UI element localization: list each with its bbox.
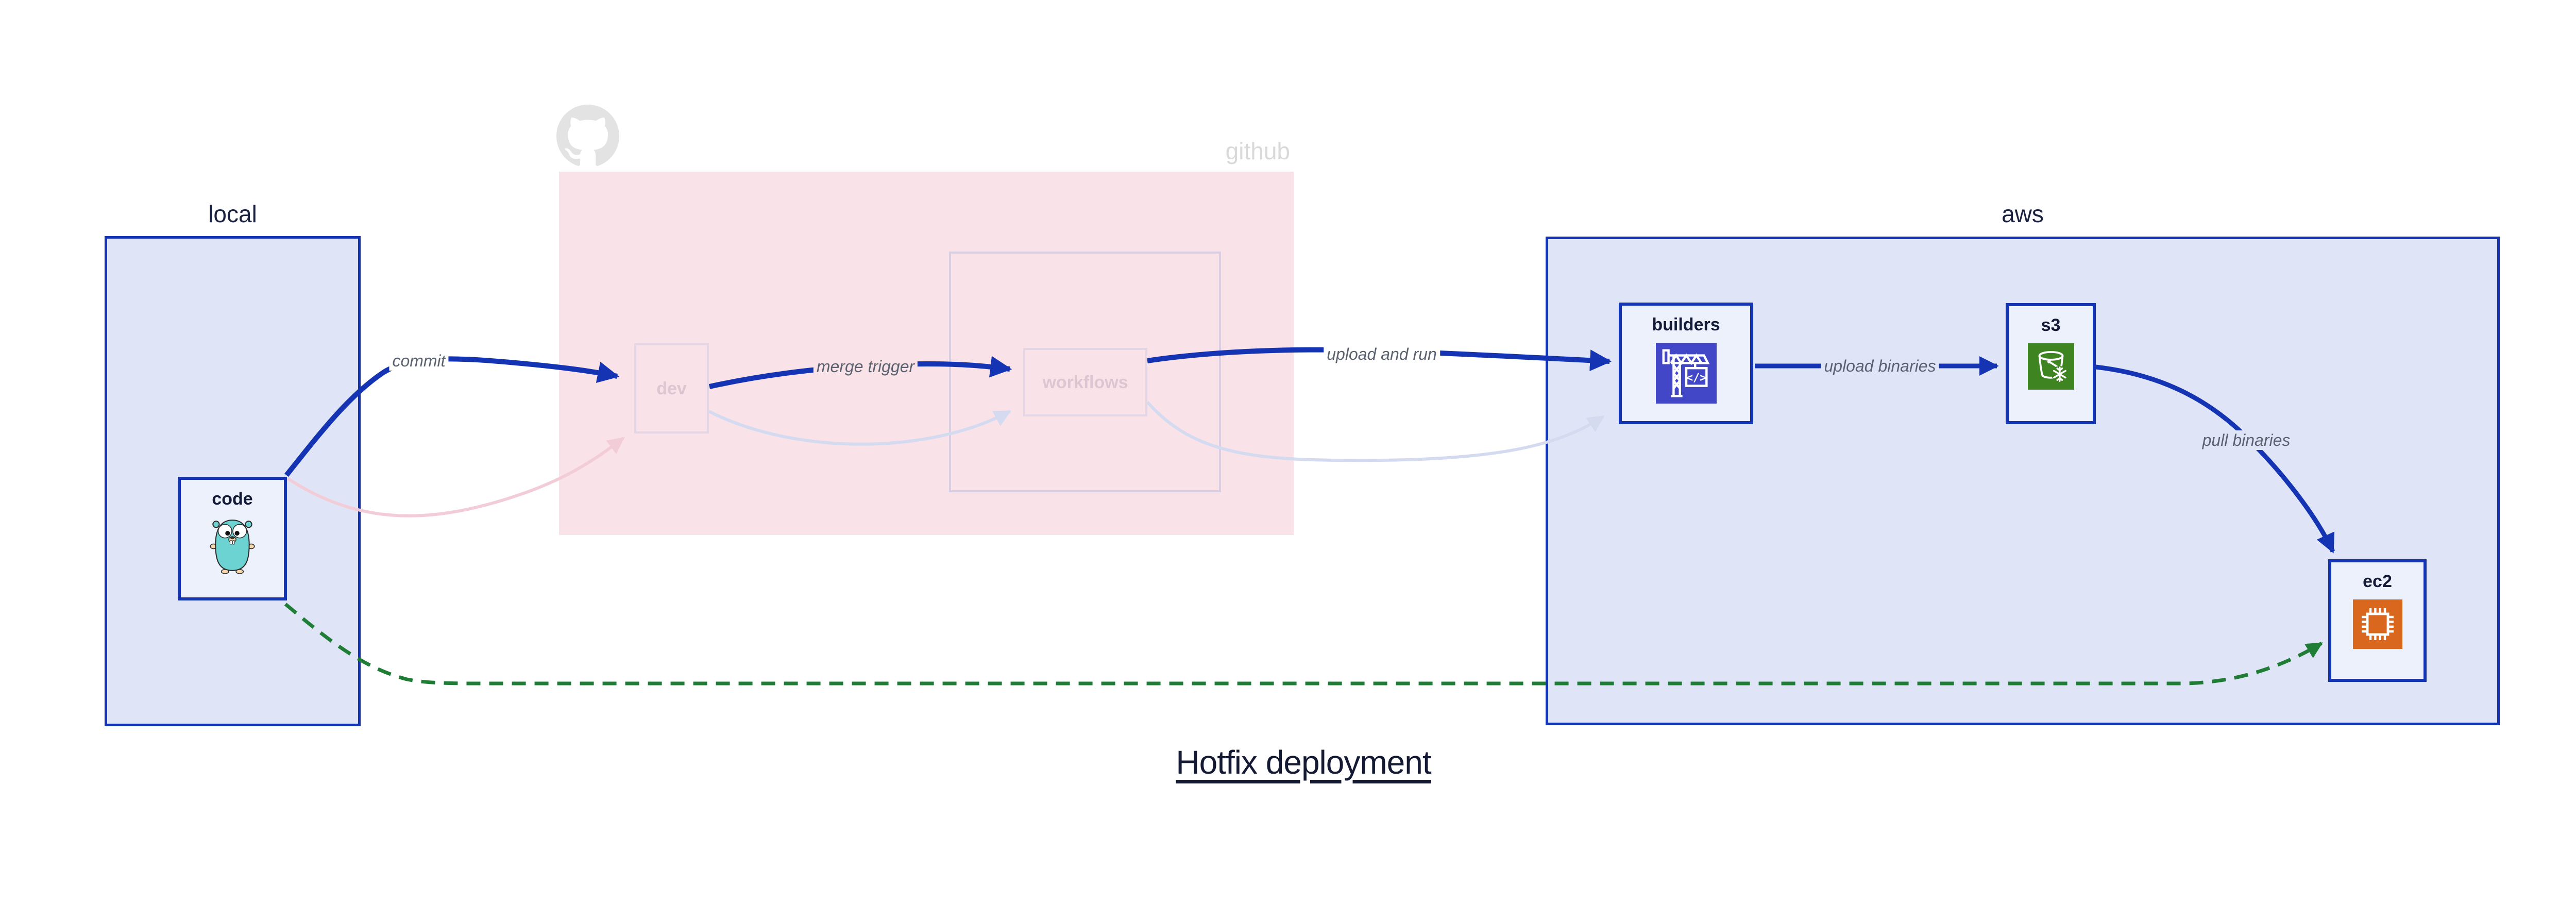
github-region-label: github — [1225, 138, 1290, 164]
edge-label-upload-and-run: upload and run — [1324, 344, 1440, 364]
gopher-icon — [209, 517, 256, 577]
node-ec2: ec2 — [2328, 559, 2427, 682]
edge-workflows-to-builders-faded — [1146, 401, 1605, 462]
github-region — [559, 172, 1294, 535]
node-s3-label: s3 — [2041, 315, 2061, 335]
edge-dev-to-workflows-faded — [708, 410, 1011, 446]
aws-region-label: aws — [2002, 201, 2044, 227]
node-ec2-label: ec2 — [2363, 572, 2392, 591]
codebuild-crane-icon: </> — [1655, 343, 1717, 406]
s3-bucket-snowflake-icon — [2027, 343, 2074, 392]
edge-pull-binaries — [2095, 364, 2335, 554]
master-branch-box — [949, 252, 1221, 492]
edge-label-merge-trigger: merge trigger — [813, 357, 918, 376]
edge-label-upload-binaries: upload binaries — [1821, 356, 1939, 376]
node-builders: builders </> — [1619, 303, 1753, 424]
diagram-title: Hotfix deployment — [1176, 744, 1431, 781]
node-code: code — [178, 477, 287, 600]
ec2-chip-icon — [2352, 599, 2402, 652]
builders-icon-code-text: </> — [1686, 371, 1706, 385]
edge-code-to-dev-faded — [286, 437, 625, 517]
edge-hotfix-shortcut — [284, 603, 2323, 686]
node-workflows: workflows — [1023, 348, 1147, 416]
edge-label-commit: commit — [389, 351, 449, 371]
node-workflows-label: workflows — [1042, 372, 1128, 392]
node-s3: s3 — [2006, 303, 2096, 424]
local-region-label: local — [208, 201, 257, 227]
github-logo-icon — [556, 105, 619, 170]
node-builders-label: builders — [1652, 315, 1720, 335]
edge-label-pull-binaries: pull binaries — [2199, 430, 2294, 450]
edge-commit — [284, 356, 620, 477]
node-dev-label: dev — [656, 378, 687, 398]
node-dev: dev — [634, 343, 709, 433]
node-code-label: code — [212, 489, 253, 509]
